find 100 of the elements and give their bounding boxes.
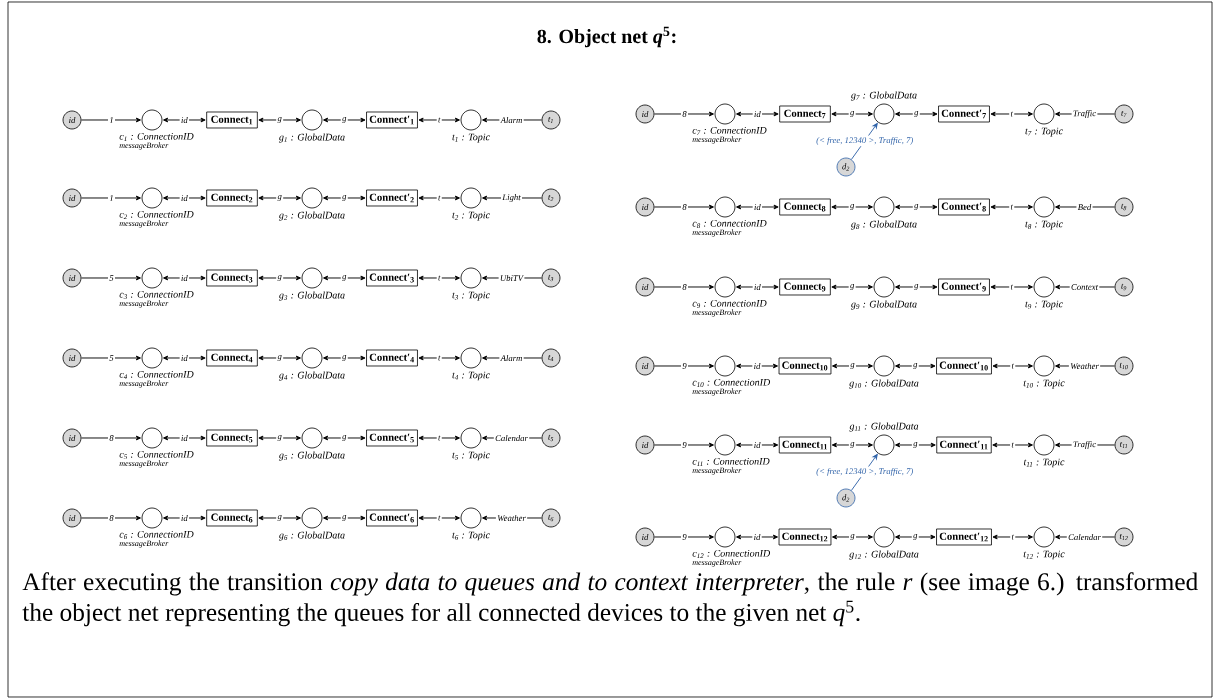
place-label: messageBroker: [692, 559, 742, 567]
place-circle: [873, 355, 895, 377]
place-label: t$_{8}$ : Topic: [1025, 220, 1063, 230]
edge-label: 8: [108, 513, 115, 523]
arrow: [736, 534, 778, 540]
arrow: [851, 122, 878, 160]
arrow: [323, 515, 366, 521]
edge-label: t: [436, 514, 442, 522]
arrow: [258, 435, 301, 441]
place-label: t$_{1}$ : Topic: [452, 133, 490, 143]
edge-label: id: [179, 193, 190, 203]
arrow: [80, 515, 141, 521]
arrow: [258, 195, 301, 201]
place-label: c$_{9}$ : ConnectionID: [692, 299, 767, 309]
arrow: [653, 363, 714, 369]
place-label: c$_{3}$ : ConnectionID: [119, 290, 194, 300]
place-label: c$_{4}$ : ConnectionID: [119, 371, 194, 379]
arrow: [482, 195, 543, 201]
edge-label: g: [912, 109, 920, 119]
arrow: [323, 435, 366, 441]
arrow: [80, 117, 141, 123]
arrow: [736, 363, 778, 369]
edge-label: (< free, 12340 >, Traffic, 7): [814, 135, 915, 147]
arrow: [163, 515, 206, 521]
place-label: c$_{5}$ : ConnectionID: [119, 451, 194, 459]
edge-label: g: [276, 353, 284, 363]
place-circle: [714, 196, 736, 218]
place-label: g$_{10}$ : GlobalData: [849, 379, 919, 389]
edge-label: Weather: [495, 513, 528, 523]
place-label: c$_{1}$ : ConnectionID: [119, 133, 194, 141]
transition-box: Connect′$_{12}$: [936, 528, 992, 546]
transition-box: Connect$_{2}$: [206, 189, 258, 207]
edge-label: id: [752, 440, 762, 450]
transition-box: Connect$_{1}$: [206, 111, 258, 129]
place-label: g$_{12}$ : GlobalData: [849, 550, 919, 560]
edge-label: g: [276, 433, 284, 443]
edge-label: t: [436, 274, 442, 282]
place-label: t$_{9}$ : Topic: [1025, 300, 1063, 310]
transition-box: Connect$_{3}$: [206, 269, 258, 287]
arrow: [831, 204, 873, 210]
place-circle: [141, 507, 163, 529]
place-label: t$_{11}$ : Topic: [1023, 458, 1065, 468]
place-label: c$_{10}$ : ConnectionID: [692, 378, 771, 388]
place-circle: [301, 347, 323, 369]
place-label: c$_{11}$ : ConnectionID: [692, 458, 770, 466]
edge-label: Alarm: [499, 353, 524, 363]
place-label: messageBroker: [692, 309, 742, 317]
place-label: messageBroker: [119, 540, 169, 548]
place-label: messageBroker: [119, 142, 169, 150]
place-label: t$_{4}$ : Topic: [452, 371, 490, 381]
arrow: [258, 117, 301, 123]
transition-box: Connect′$_{9}$: [938, 278, 990, 296]
place-label: c$_{8}$ : ConnectionID: [692, 219, 767, 229]
edge-label: id: [752, 361, 762, 371]
arrow: [831, 442, 873, 448]
place-circle: [460, 267, 482, 289]
arrow: [323, 355, 366, 361]
place-label: messageBroker: [119, 460, 169, 468]
place-label: c$_{6}$ : ConnectionID: [119, 530, 194, 540]
place-label: messageBroker: [692, 229, 742, 237]
arrow: [323, 117, 366, 123]
edge-label: g: [340, 353, 348, 363]
place-circle: [873, 196, 895, 218]
edge-label: 8: [681, 202, 688, 212]
place-circle: [714, 434, 736, 456]
place-label: messageBroker: [692, 136, 742, 144]
arrow: [895, 111, 938, 117]
title: 8. Object net q$^{5}$:: [537, 26, 676, 48]
place-circle: [1033, 355, 1055, 377]
place-label: messageBroker: [119, 220, 169, 228]
arrow: [895, 534, 936, 540]
edge-label: Traffic: [1071, 439, 1098, 451]
edge-label: g: [848, 282, 856, 292]
edge-label: Calendar: [1066, 532, 1103, 542]
arrow: [1055, 204, 1116, 210]
edge-label: g: [848, 440, 856, 450]
edge-label: id: [752, 109, 763, 119]
arrow: [418, 117, 460, 123]
place-circle: [301, 109, 323, 131]
arrow: [992, 363, 1033, 369]
place-circle: [1033, 526, 1055, 548]
arrow: [80, 195, 141, 201]
arrow: [895, 204, 938, 210]
edge-label: Traffic: [1071, 108, 1098, 120]
edge-label: g: [849, 361, 856, 371]
arrow: [832, 363, 873, 369]
place-label: messageBroker: [692, 467, 742, 475]
place-label: g$_{2}$ : GlobalData: [278, 211, 345, 221]
place-circle: [460, 109, 482, 131]
edge-label: id: [179, 273, 190, 283]
place-circle: [873, 526, 895, 548]
arrow: [80, 355, 141, 361]
place-label: g$_{3}$ : GlobalData: [278, 291, 345, 301]
edge-label: g: [911, 440, 919, 450]
transition-box: Connect′$_{3}$: [366, 269, 418, 287]
transition-box: Connect′$_{8}$: [938, 198, 990, 216]
edge-label: t: [436, 194, 442, 202]
place-circle: [141, 347, 163, 369]
edge-label: t: [1010, 362, 1016, 370]
edge-label: t: [436, 434, 442, 442]
